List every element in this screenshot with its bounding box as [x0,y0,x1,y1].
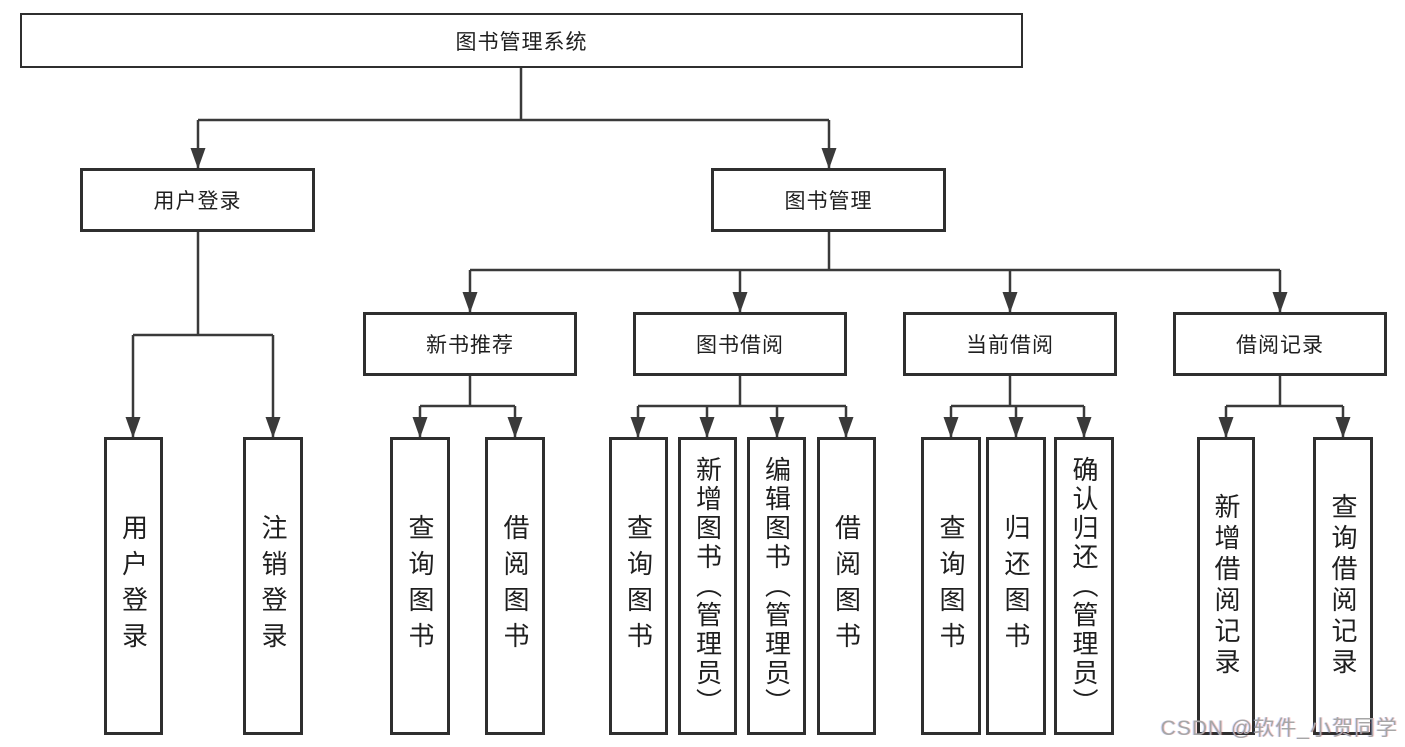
leaf-user-login-label: 用户登录 [118,514,149,658]
leaf-confirm-return: 确认归还（管理员） [1054,437,1114,735]
leaf-query-record-label: 查询借阅记录 [1328,493,1358,679]
connector-borrow-records-children [1218,376,1351,438]
connector-root-to-level2 [190,68,837,169]
leaf-add-book: 新增图书（管理员） [678,437,737,735]
leaf-return-book-label: 归还图书 [1001,514,1031,658]
leaf-query-book-2-label: 查询图书 [623,514,654,658]
leaf-query-book-3-label: 查询图书 [936,514,966,658]
node-current-borrow: 当前借阅 [903,312,1117,376]
node-book-borrow-label: 图书借阅 [696,334,784,357]
node-new-book-rec: 新书推荐 [363,312,577,376]
node-root: 图书管理系统 [20,13,1023,68]
connector-book-borrow-children [630,376,854,438]
connector-current-borrow-children [943,376,1092,438]
leaf-query-book-1-label: 查询图书 [405,514,435,658]
leaf-borrow-book-1-label: 借阅图书 [500,514,530,658]
node-new-book-rec-label: 新书推荐 [426,334,514,357]
leaf-logout-label: 注销登录 [258,514,288,658]
node-book-mgmt: 图书管理 [711,168,946,232]
node-root-label: 图书管理系统 [455,30,588,54]
leaf-edit-book: 编辑图书（管理员） [747,437,806,735]
leaf-add-record-label: 新增借阅记录 [1211,493,1241,679]
leaf-borrow-book-2-label: 借阅图书 [831,514,862,658]
leaf-return-book: 归还图书 [986,437,1046,735]
leaf-edit-book-label: 编辑图书（管理员） [761,455,792,717]
leaf-query-book-1: 查询图书 [390,437,450,735]
leaf-query-book-2: 查询图书 [609,437,668,735]
node-borrow-records-label: 借阅记录 [1236,334,1324,357]
leaf-borrow-book-2: 借阅图书 [817,437,876,735]
leaf-query-book-3: 查询图书 [921,437,981,735]
leaf-user-login: 用户登录 [104,437,163,735]
node-book-borrow: 图书借阅 [633,312,847,376]
connector-new-book-rec-children [412,376,523,438]
node-user-login-label: 用户登录 [153,190,242,213]
connector-user-login-children [125,232,281,438]
node-borrow-records: 借阅记录 [1173,312,1387,376]
node-user-login: 用户登录 [80,168,315,232]
leaf-confirm-return-label: 确认归还（管理员） [1069,455,1099,717]
leaf-add-record: 新增借阅记录 [1197,437,1255,735]
node-current-borrow-label: 当前借阅 [966,334,1054,357]
connector-book-mgmt-children [462,232,1288,313]
leaf-query-record: 查询借阅记录 [1313,437,1373,735]
leaf-add-book-label: 新增图书（管理员） [692,455,723,717]
leaf-logout: 注销登录 [243,437,303,735]
watermark: CSDN @软件_小贺同学 [1160,717,1398,740]
leaf-borrow-book-1: 借阅图书 [485,437,545,735]
node-book-mgmt-label: 图书管理 [784,190,873,213]
